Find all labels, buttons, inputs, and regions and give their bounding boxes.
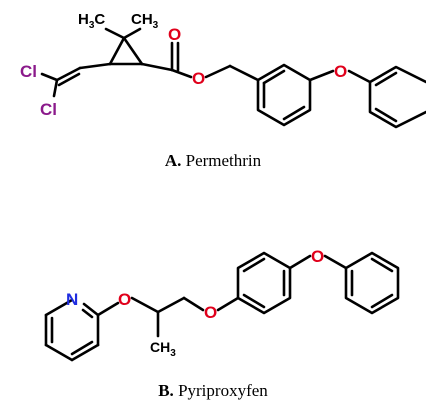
benzene-ring-2 xyxy=(368,65,426,129)
ether-o-to-ring2 xyxy=(347,69,372,84)
ether-oxygen-label-3: O xyxy=(311,247,324,266)
benzene-ring-terminal xyxy=(344,251,400,315)
o1-to-ch xyxy=(130,296,160,314)
permethrin-structure: Cl Cl H3C CH3 O O O xyxy=(20,11,426,129)
ring-to-o3 xyxy=(288,254,312,270)
caption-pyriproxyfen: B. Pyriproxyfen xyxy=(0,381,426,401)
methyl-bond-left xyxy=(104,27,126,40)
ch-to-ch2 xyxy=(156,296,186,314)
cyclopropane-ring xyxy=(108,36,144,66)
ch2-to-ring xyxy=(228,64,260,82)
ester-o-to-ch2 xyxy=(204,64,232,79)
pyridine-ring xyxy=(44,298,100,362)
vinyl-bond xyxy=(78,62,112,70)
benzene-ring-1 xyxy=(256,63,312,127)
caption-permethrin: A. Permethrin xyxy=(0,151,426,171)
alkene-bond-second xyxy=(57,72,81,87)
ester-oxygen-label: O xyxy=(192,69,205,88)
o2-to-ring xyxy=(216,296,240,312)
cl-bond-top xyxy=(40,72,59,82)
ring-to-carbonyl xyxy=(140,62,174,72)
h3c-label: H3C xyxy=(78,11,105,31)
pyridine-nitrogen-label: N xyxy=(66,290,78,309)
pyridine-to-o1 xyxy=(96,301,120,317)
ch2-to-o2 xyxy=(182,296,205,312)
caption-letter-a: A. xyxy=(164,151,182,170)
carbonyl-to-ester-o xyxy=(170,68,193,79)
chlorine-label-2: Cl xyxy=(40,100,57,119)
ch3-label: CH3 xyxy=(131,11,159,31)
chlorine-label-1: Cl xyxy=(20,62,37,81)
methyl-bond-right xyxy=(122,27,142,40)
carbonyl-oxygen-label: O xyxy=(168,25,181,44)
pyriproxyfen-structure: N O O O CH3 xyxy=(44,247,400,362)
caption-name-b: Pyriproxyfen xyxy=(178,381,268,400)
ether-oxygen-label-1: O xyxy=(118,290,131,309)
caption-letter-b: B. xyxy=(158,381,174,400)
methyl-label: CH3 xyxy=(150,339,176,359)
caption-name-a: Permethrin xyxy=(185,151,262,170)
alkene-bond xyxy=(55,66,82,82)
ether-oxygen-label-2: O xyxy=(204,303,217,322)
benzene-ring-middle xyxy=(236,251,292,315)
o3-to-phenyl xyxy=(323,254,348,270)
cl-bond-bottom xyxy=(52,78,59,98)
ring1-to-ether-o xyxy=(308,69,335,82)
ether-oxygen-label: O xyxy=(334,62,347,81)
